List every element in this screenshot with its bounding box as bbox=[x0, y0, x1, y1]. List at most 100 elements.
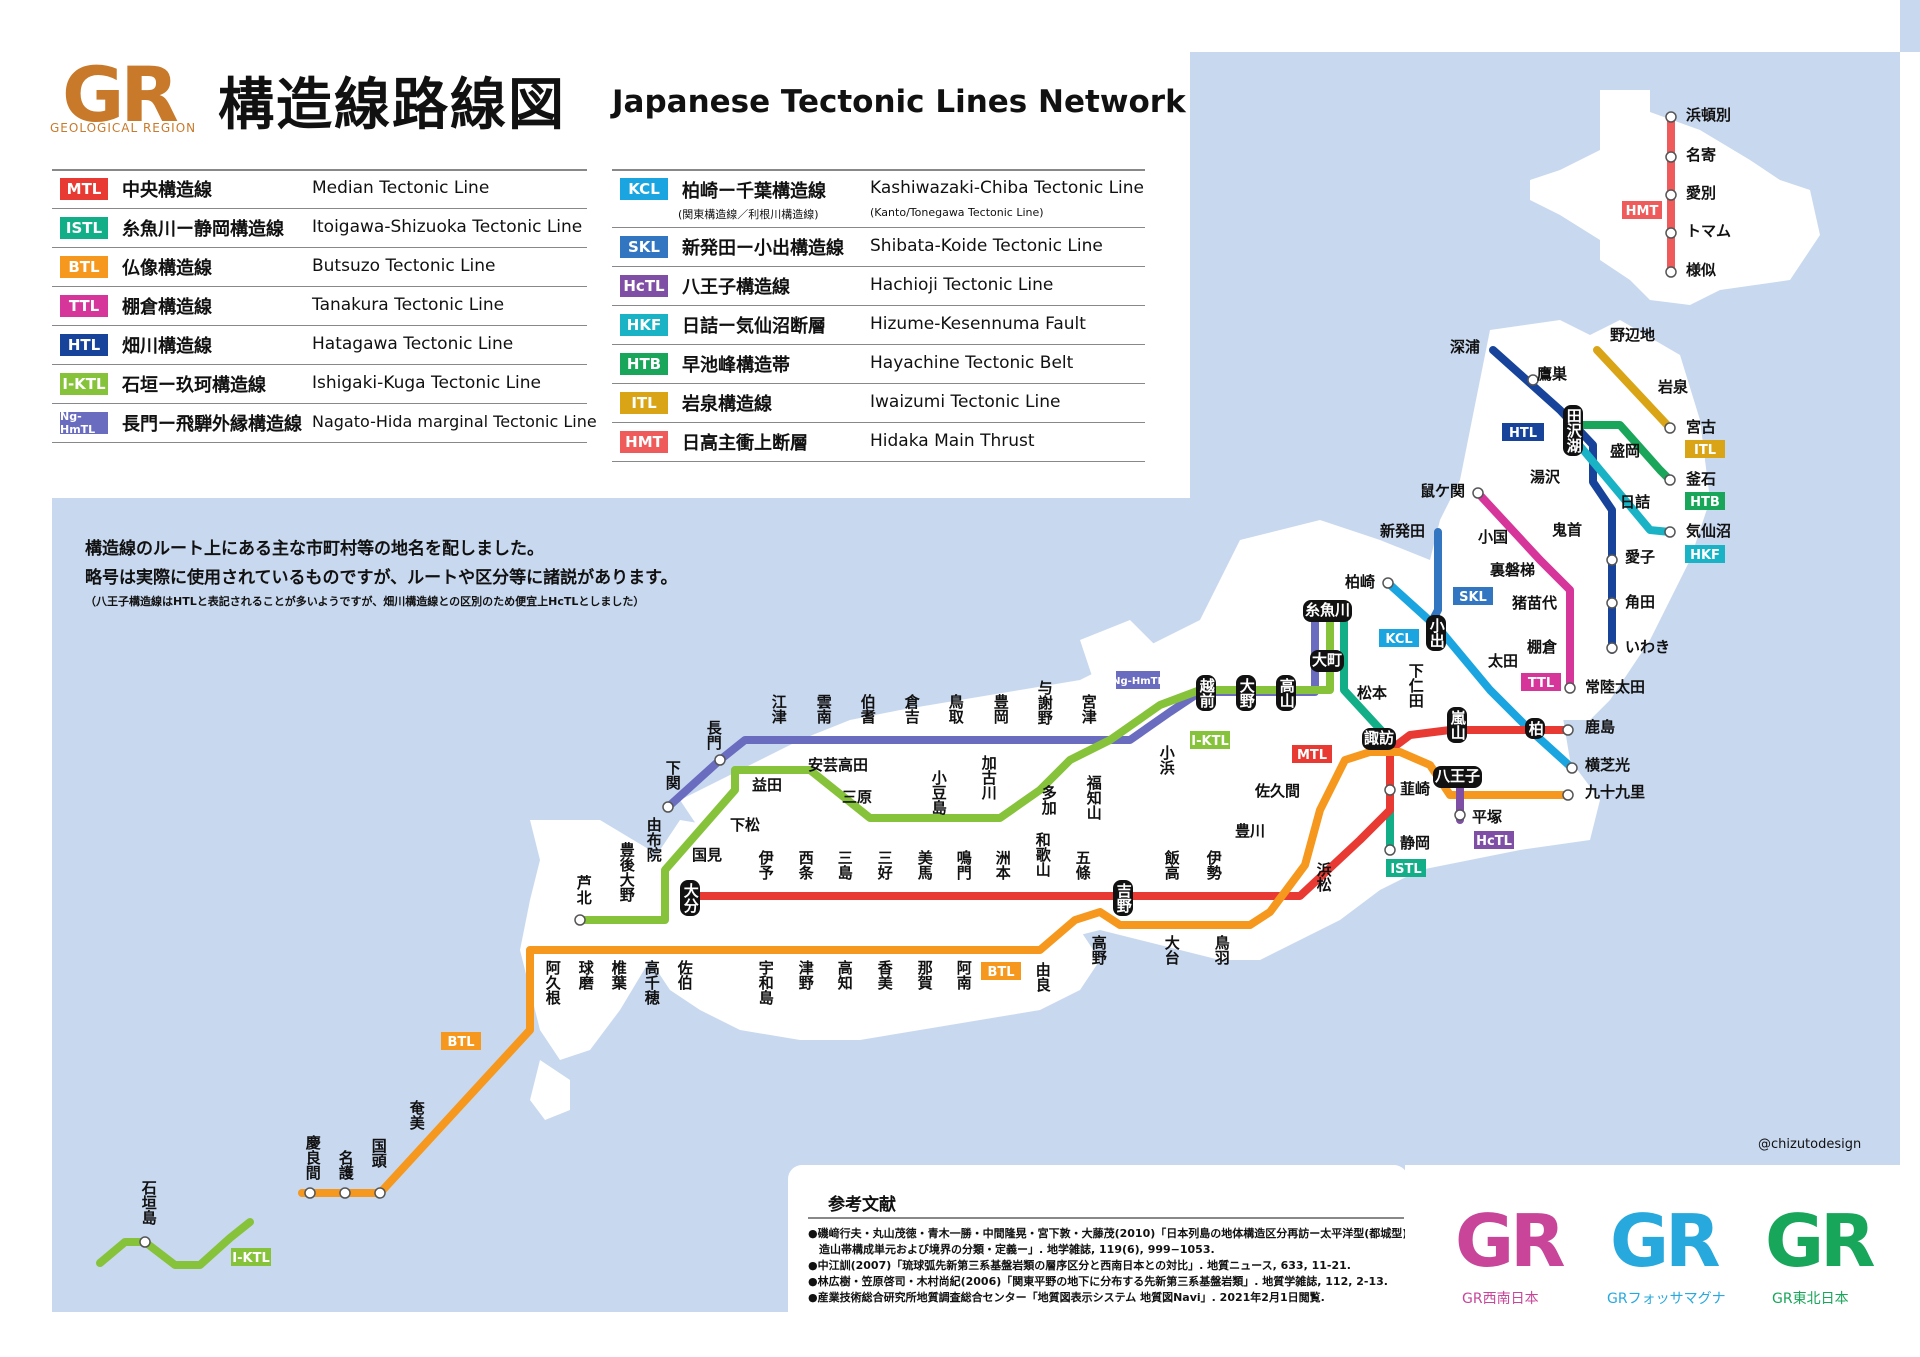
svg-text:HTL: HTL bbox=[1509, 426, 1537, 441]
legend-code-badge: BTL bbox=[60, 256, 108, 278]
station-label: 豊川 bbox=[1235, 822, 1266, 840]
station-label: 諏訪 bbox=[1362, 728, 1397, 750]
svg-text:HMT: HMT bbox=[1626, 204, 1659, 219]
station-label: 鳥羽 bbox=[1212, 935, 1231, 965]
station-label: 小浜 bbox=[1157, 745, 1176, 775]
note-line-2: 略号は実際に使用されているものですが、ルートや区分等に諸説があります。 bbox=[85, 568, 678, 588]
legend-sub-jp: (関東構造線／利根川構造線) bbox=[678, 208, 819, 221]
station-label: 五條 bbox=[1073, 850, 1092, 880]
credit: @chizutodesign bbox=[1758, 1137, 1862, 1152]
legend-code-badge: TTL bbox=[60, 295, 108, 317]
line-ttl bbox=[1474, 489, 1574, 692]
station-label: 大町 bbox=[1310, 650, 1345, 672]
station-label: 柏 bbox=[1525, 718, 1545, 739]
svg-text:KCL: KCL bbox=[1385, 632, 1412, 647]
station-label: 下松 bbox=[730, 816, 761, 834]
legend-code-badge: MTL bbox=[60, 178, 108, 200]
station-label: 高野 bbox=[1089, 935, 1108, 965]
station-label: 福知山 bbox=[1084, 775, 1103, 820]
gr-logo: GR bbox=[62, 50, 179, 139]
svg-text:Ng-HmTL: Ng-HmTL bbox=[1112, 676, 1164, 687]
line-mtl bbox=[684, 726, 1572, 900]
station-label: 那賀 bbox=[915, 960, 934, 990]
station-label: 韮崎 bbox=[1400, 780, 1431, 798]
reference-item: ●林広樹・笠原啓司・木村尚紀(2006)「関東平野の地下に分布する先新第三系基盤… bbox=[808, 1275, 1388, 1288]
station-label: 盛岡 bbox=[1610, 442, 1641, 460]
station-label: 大分 bbox=[680, 880, 700, 916]
legend-name-en: Hachioji Tectonic Line bbox=[870, 275, 1054, 295]
legend-name-en: Itoigawa-Shizuoka Tectonic Line bbox=[312, 217, 583, 237]
station-label: 宮津 bbox=[1079, 694, 1098, 724]
station-label: 阿南 bbox=[954, 960, 973, 990]
brand-label-northeast: GR東北日本 bbox=[1772, 1291, 1849, 1307]
station-label: トマム bbox=[1686, 222, 1732, 240]
legend-name-jp: 新発田ー小出構造線 bbox=[682, 238, 844, 259]
station-label: 洲本 bbox=[993, 850, 1012, 880]
legend-name-jp: 畑川構造線 bbox=[122, 336, 212, 357]
station-label: 大野 bbox=[1236, 675, 1256, 711]
station-label: 糸魚川 bbox=[1303, 600, 1353, 622]
station-label: 裏磐梯 bbox=[1490, 561, 1536, 579]
line-itl bbox=[1593, 346, 1674, 432]
station-label: 九十九里 bbox=[1585, 783, 1646, 801]
references-title: 参考文献 bbox=[828, 1195, 896, 1215]
station-label: 由布院 bbox=[644, 817, 663, 862]
station-label: 岩泉 bbox=[1658, 378, 1689, 396]
legend-name-jp: 長門ー飛騨外縁構造線 bbox=[122, 414, 302, 435]
legend-code-badge: HTB bbox=[620, 353, 668, 375]
station-label: 奄美 bbox=[407, 1100, 426, 1130]
station-label: 湯沢 bbox=[1530, 468, 1561, 486]
station-label: 新発田 bbox=[1380, 522, 1426, 540]
logo-subtitle: GEOLOGICAL REGION bbox=[50, 121, 197, 135]
legend-code-badge: HKF bbox=[620, 314, 668, 336]
station-label: 多加 bbox=[1039, 785, 1058, 815]
station-label: 益田 bbox=[752, 776, 783, 794]
reference-item: ●中江訓(2007)「琉球弧先新第三系基盤岩類の層序区分と西南日本との対比」. … bbox=[808, 1259, 1351, 1272]
station-label: 鼠ケ関 bbox=[1420, 482, 1466, 500]
legend-code-badge: ISTL bbox=[60, 217, 108, 239]
brand-logo-northeast: GR bbox=[1765, 1199, 1876, 1283]
svg-text:ISTL: ISTL bbox=[1390, 862, 1421, 877]
legend-name-jp: 岩泉構造線 bbox=[682, 394, 772, 415]
svg-text:BTL: BTL bbox=[987, 965, 1014, 980]
station-label: 飯高 bbox=[1162, 850, 1181, 880]
page-title: 構造線路線図 bbox=[218, 73, 566, 138]
sea-background bbox=[52, 0, 1920, 1312]
station-label: いわき bbox=[1625, 638, 1671, 656]
legend-top-rule bbox=[612, 169, 1145, 171]
station-label: 深浦 bbox=[1450, 338, 1481, 356]
legend-name-jp: 早池峰構造帯 bbox=[682, 355, 790, 376]
line-htb bbox=[1576, 421, 1674, 484]
reference-item: ●磯﨑行夫・丸山茂徳・青木一勝・中間隆晃・宮下敦・大藤茂(2010)「日本列島の… bbox=[808, 1227, 1408, 1240]
station-label: 伊勢 bbox=[1204, 850, 1223, 880]
station-label: 猪苗代 bbox=[1512, 594, 1558, 612]
svg-text:HTB: HTB bbox=[1690, 495, 1720, 510]
station-label: 慶良間 bbox=[303, 1135, 322, 1180]
note-line-3: （八王子構造線はHTLと表記されることが多いようですが、畑川構造線との区別のため… bbox=[85, 595, 645, 608]
station-label: 豊後大野 bbox=[617, 842, 636, 902]
station-label: 安芸高田 bbox=[808, 756, 869, 774]
svg-text:I-KTL: I-KTL bbox=[232, 1251, 269, 1266]
svg-text:I-KTL: I-KTL bbox=[1191, 734, 1228, 749]
legend-name-en: Hizume-Kesennuma Fault bbox=[870, 314, 1086, 334]
station-label: 日詰 bbox=[1620, 493, 1651, 511]
legend-name-en: Butsuzo Tectonic Line bbox=[312, 256, 496, 276]
station-label: 江津 bbox=[769, 694, 788, 724]
legend-name-en: Hidaka Main Thrust bbox=[870, 431, 1035, 451]
station-label: 名護 bbox=[336, 1150, 355, 1180]
station-label: 様似 bbox=[1686, 261, 1717, 279]
legend-name-jp: 石垣ー玖珂構造線 bbox=[122, 375, 266, 396]
station-label: 三好 bbox=[875, 850, 894, 880]
station-label: 常陸太田 bbox=[1585, 678, 1646, 696]
references-rule bbox=[808, 1217, 1404, 1219]
station-label: 芦北 bbox=[574, 875, 593, 905]
station-label: 高知 bbox=[835, 960, 854, 990]
legend-code-badge: SKL bbox=[620, 236, 668, 258]
station-label: 球磨 bbox=[576, 960, 595, 990]
legend-name-jp: 日高主衝上断層 bbox=[682, 433, 808, 454]
